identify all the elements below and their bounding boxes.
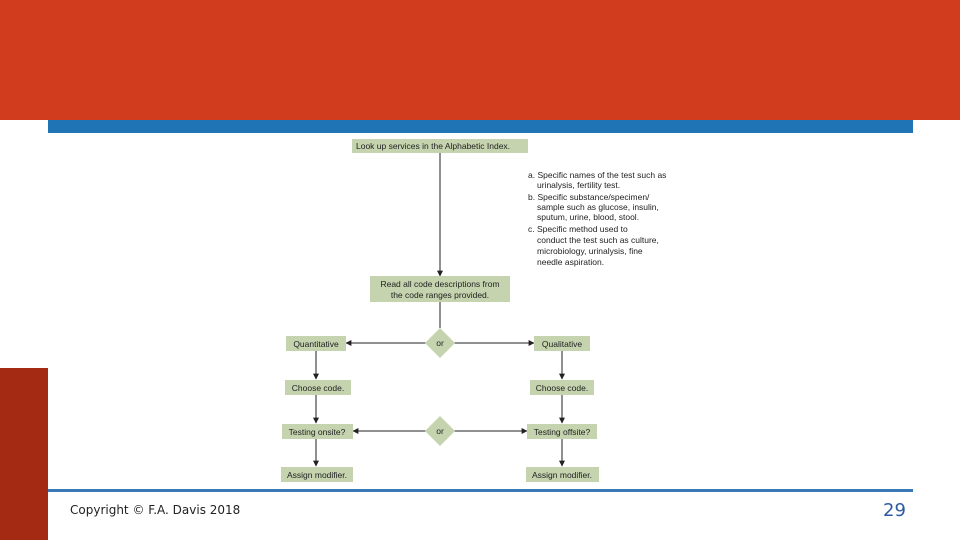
qualitative-box bbox=[534, 336, 590, 351]
note-line: microbiology, urinalysis, fine bbox=[537, 246, 643, 256]
blue-rule bbox=[48, 120, 913, 133]
note-line: a. Specific names of the test such as bbox=[528, 170, 666, 180]
decision-1-text: or bbox=[436, 338, 444, 348]
read-box-line-1: Read all code descriptions from bbox=[380, 279, 499, 289]
testing-offsite-text: Testing offsite? bbox=[534, 427, 591, 437]
choose-code-right-text: Choose code. bbox=[536, 383, 588, 393]
note-line: urinalysis, fertility test. bbox=[537, 180, 620, 190]
start-box bbox=[352, 139, 528, 153]
decision-diamond-1 bbox=[425, 328, 455, 358]
page-number: 29 bbox=[883, 500, 906, 521]
header-band bbox=[0, 0, 960, 120]
note-line: conduct the test such as culture, bbox=[537, 235, 659, 245]
note-line: b. Specific substance/specimen/ bbox=[528, 192, 650, 202]
footer-rule bbox=[48, 489, 913, 492]
start-box-text: Look up services in the Alphabetic Index… bbox=[356, 141, 510, 151]
read-box-line-2: the code ranges provided. bbox=[391, 290, 489, 300]
assign-modifier-left-text: Assign modifier. bbox=[287, 470, 347, 480]
quantitative-box bbox=[286, 336, 346, 351]
notes-list: a. Specific names of the test such as ur… bbox=[528, 170, 666, 267]
choose-code-left-box bbox=[285, 380, 351, 395]
testing-onsite-text: Testing onsite? bbox=[289, 427, 346, 437]
decision-2-text: or bbox=[436, 426, 444, 436]
assign-modifier-left-box bbox=[281, 467, 353, 482]
testing-onsite-box bbox=[282, 424, 353, 439]
note-line: sample such as glucose, insulin, bbox=[537, 202, 659, 212]
choose-code-right-box bbox=[530, 380, 594, 395]
note-line: needle aspiration. bbox=[537, 257, 604, 267]
qualitative-text: Qualitative bbox=[542, 339, 582, 349]
choose-code-left-text: Choose code. bbox=[292, 383, 344, 393]
copyright-text: Copyright © F.A. Davis 2018 bbox=[70, 503, 241, 517]
note-line: sputum, urine, blood, stool. bbox=[537, 212, 639, 222]
connectors bbox=[313, 153, 565, 467]
quantitative-text: Quantitative bbox=[293, 339, 339, 349]
decision-diamond-2 bbox=[425, 416, 455, 446]
assign-modifier-right-box bbox=[526, 467, 599, 482]
testing-offsite-box bbox=[527, 424, 597, 439]
left-accent-bar bbox=[0, 368, 48, 540]
assign-modifier-right-text: Assign modifier. bbox=[532, 470, 592, 480]
read-box bbox=[370, 276, 510, 302]
note-line: c. Specific method used to bbox=[528, 224, 628, 234]
